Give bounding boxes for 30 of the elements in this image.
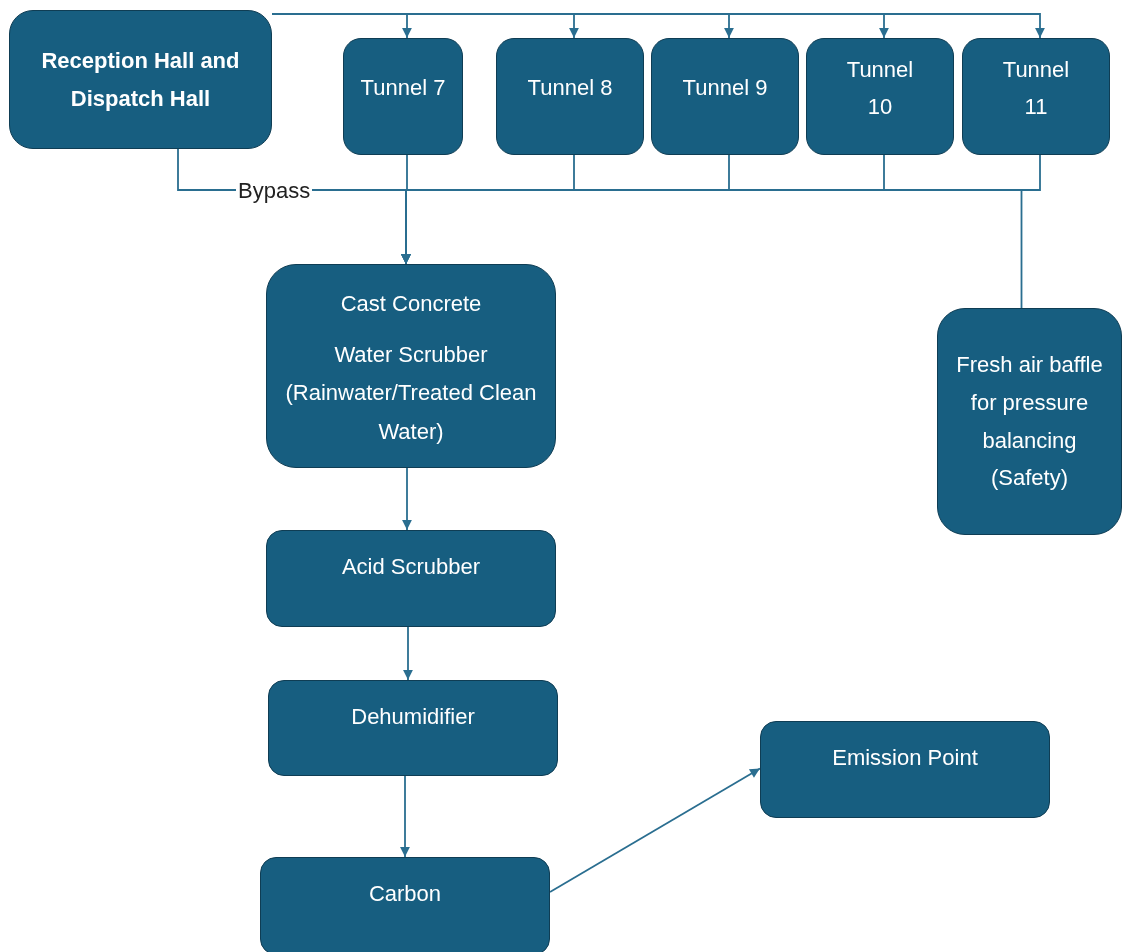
box-label: Tunnel 9: [682, 74, 768, 102]
connector-arrow: [403, 626, 413, 681]
box-label: Tunnel 10: [845, 56, 915, 122]
box-label: Tunnel 11: [1001, 56, 1071, 122]
connector-arrow: [549, 767, 761, 893]
connector-arrow: [402, 467, 412, 531]
box-label: Acid Scrubber: [341, 553, 481, 581]
box-label: Cast Concrete: [340, 290, 482, 318]
process-box: [268, 680, 558, 776]
box-label: Water Scrubber (Rainwater/Treated Clean Water): [284, 340, 538, 446]
process-box: [9, 10, 272, 149]
process-box: [260, 857, 550, 952]
process-box: [806, 38, 954, 155]
process-box: [937, 308, 1122, 535]
process-box: [496, 38, 644, 155]
box-label: Dehumidifier: [351, 703, 475, 731]
box-label: Tunnel 7: [360, 74, 446, 102]
box-label: Reception Hall and Dispatch Hall: [40, 47, 241, 113]
connector-arrow: [400, 775, 410, 858]
process-box: [266, 264, 556, 468]
process-box: [343, 38, 463, 155]
process-box: [962, 38, 1110, 155]
box-label: Fresh air baffle for pressure balancing (Safety): [955, 350, 1104, 493]
box-label: Tunnel 8: [527, 74, 613, 102]
connector-arrow: [401, 189, 1023, 309]
box-label: Carbon: [368, 880, 442, 908]
process-box: [651, 38, 799, 155]
process-box: [266, 530, 556, 627]
box-label: Emission Point: [832, 744, 978, 772]
process-box: [760, 721, 1050, 818]
